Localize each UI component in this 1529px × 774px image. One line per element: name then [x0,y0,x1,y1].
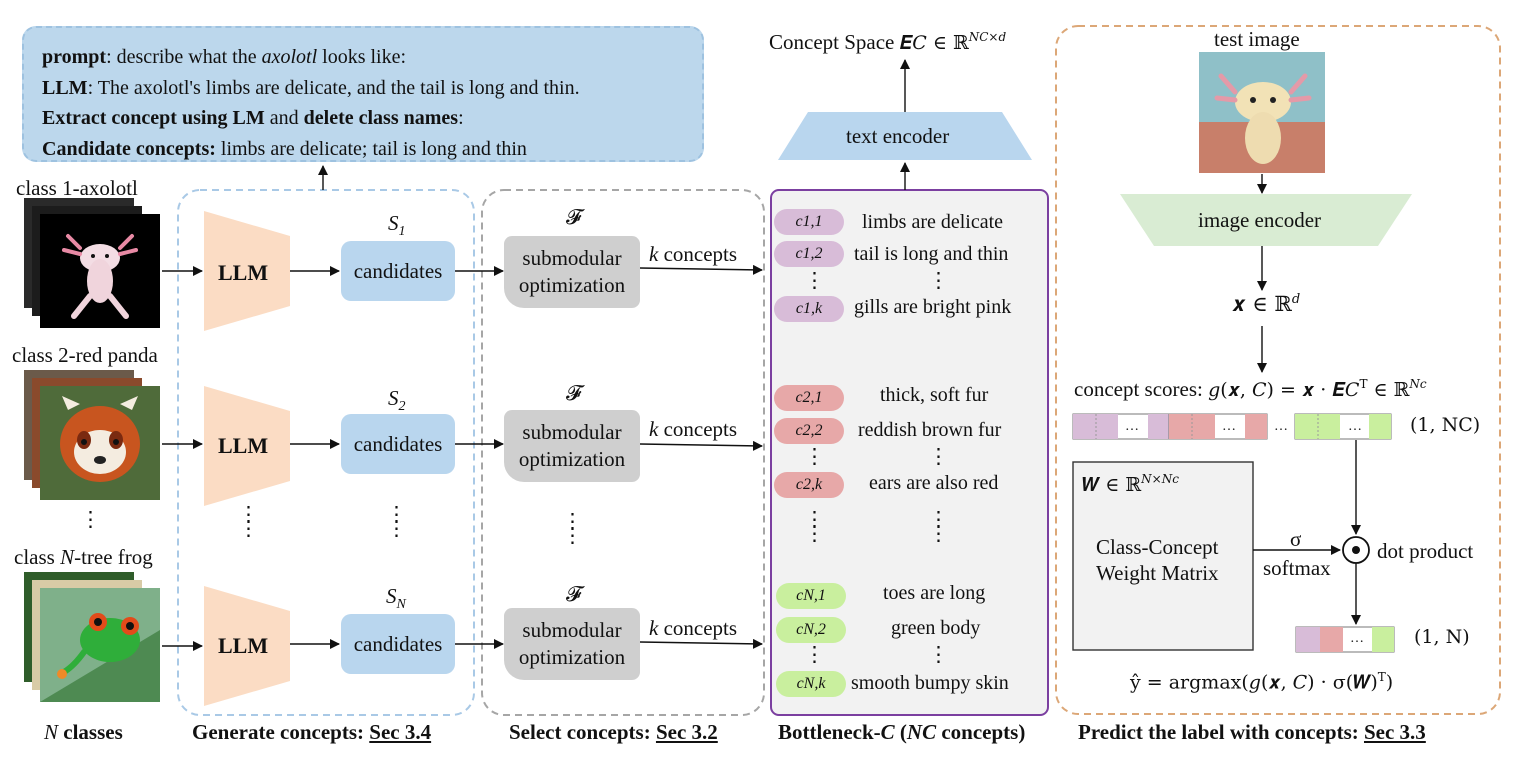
concept-pill: c1,k [774,296,844,322]
concept-ellipsis: ⋮⋮ [804,507,825,545]
vector-ellipsis: … [1125,419,1139,434]
weight-matrix-box [1072,461,1254,651]
llm-shape-2 [204,386,290,506]
generate-region [177,189,475,716]
concept-ellipsis: ⋮ [928,268,949,292]
score-vector [1072,413,1392,440]
set-label-2: S2 [388,386,406,415]
caption-select: Select concepts: Sec 3.2 [509,720,718,744]
candidates-box-2: candidates [341,414,455,474]
concept-text: tail is long and thin [854,243,1009,265]
set-label-1: S1 [388,211,406,240]
bottleneck-region [770,189,1049,716]
concept-pill: cN,1 [776,583,846,609]
output-ellipsis: … [1350,631,1364,646]
concept-pill: c2,1 [774,385,844,411]
classes-vertical-ellipsis: ⋮ [80,507,101,531]
caption-generate: Generate concepts: Sec 3.4 [192,720,432,744]
dot-product-label: dot product [1377,539,1474,563]
concept-pill: cN,2 [776,617,846,643]
concept-text: smooth bumpy skin [851,672,1009,694]
weight-matrix-line2: Weight Matrix [1096,561,1219,585]
vector-ellipsis: … [1222,419,1236,434]
concept-ellipsis: ⋮ [804,642,825,666]
axolotl-image-stack [24,198,160,328]
llm-label-3: LLM [218,633,269,658]
llm-shape-1 [204,211,290,331]
concept-ellipsis: ⋮ [804,268,825,292]
f-symbol-3: 𝓕 [566,582,582,606]
test-image [1199,52,1325,173]
concept-text: ears are also red [869,472,999,494]
concept-ellipsis: ⋮ [928,642,949,666]
caption-predict: Predict the label with concepts: Sec 3.3 [1078,720,1426,744]
concept-scores-formula: concept scores: 𝑔(𝒙, 𝐶) = 𝒙 · 𝑬𝐶T ∈ ℝNc [1074,377,1427,401]
concept-pill: c1,2 [774,241,844,267]
text-encoder-label: text encoder [846,124,950,148]
concept-text: reddish brown fur [858,419,1002,441]
concept-ellipsis: ⋮ [804,444,825,468]
sigma-label: σ [1290,527,1302,551]
k-concepts-label-3: k concepts [649,616,738,640]
llm-label-1: LLM [218,260,269,285]
softmax-label: softmax [1263,556,1331,580]
concept-pill: c2,k [774,472,844,498]
class-1-label: class 1-axolotl [16,176,138,200]
concept-pill: c1,1 [774,209,844,235]
test-image-label: test image [1214,27,1300,51]
llm-shape-3 [204,586,290,706]
concept-text: thick, soft fur [880,384,989,406]
red-panda-image-stack [24,370,160,500]
concept-text: gills are bright pink [854,296,1012,318]
f-symbol-2: 𝓕 [566,381,582,405]
tree-frog-image-stack [24,572,160,702]
weight-matrix-title: 𝑾 ∈ ℝN×Nc [1082,472,1179,496]
submodular-vertical-ellipsis: ⋮⋮ [562,509,583,547]
concept-text: limbs are delicate [862,211,1004,233]
candidates-vertical-ellipsis: ⋮⋮ [386,502,407,540]
concept-ellipsis: ⋮⋮ [928,507,949,545]
candidates-box-1: candidates [341,241,455,301]
concept-ellipsis: ⋮ [928,444,949,468]
image-encoder-label: image encoder [1198,208,1322,232]
concept-text: toes are long [883,582,986,604]
x-in-rd: 𝒙 ∈ ℝd [1232,292,1301,316]
score-shape: (1, NC) [1410,414,1481,436]
class-n-label: class N-tree frog [14,545,153,569]
image-encoder-shape [1120,194,1412,246]
f-symbol-1: 𝓕 [566,205,582,229]
candidates-box-3: candidates [341,614,455,674]
caption-bottleneck: Bottleneck-C (NC concepts) [778,720,1026,744]
concept-text: green body [891,617,981,639]
select-region [481,189,765,716]
weight-matrix-line1: Class-Concept [1096,535,1219,559]
predict-region [1055,25,1501,715]
prediction-formula: ŷ = argmax(𝑔(𝒙, 𝐶) · σ(𝑾)T) [1130,670,1394,694]
prompt-box: prompt: describe what the axolotl looks … [22,26,704,162]
concept-space-label: Concept Space 𝑬𝐶 ∈ ℝNC×d [769,30,1007,54]
text-encoder-shape [778,112,1032,160]
llm-vertical-ellipsis: ⋮⋮ [238,502,259,540]
set-label-n: SN [386,584,406,613]
output-shape: (1, N) [1414,626,1470,648]
vector-ellipsis: … [1348,419,1362,434]
concept-pill: c2,2 [774,418,844,444]
class-2-label: class 2-red panda [12,343,158,367]
concept-pill: cN,k [776,671,846,697]
n-classes-caption: N classes [44,720,123,744]
vector-ellipsis: … [1274,419,1288,434]
output-vector [1295,626,1395,653]
k-concepts-label-1: k concepts [649,242,738,266]
llm-label-2: LLM [218,433,269,458]
k-concepts-label-2: k concepts [649,417,738,441]
